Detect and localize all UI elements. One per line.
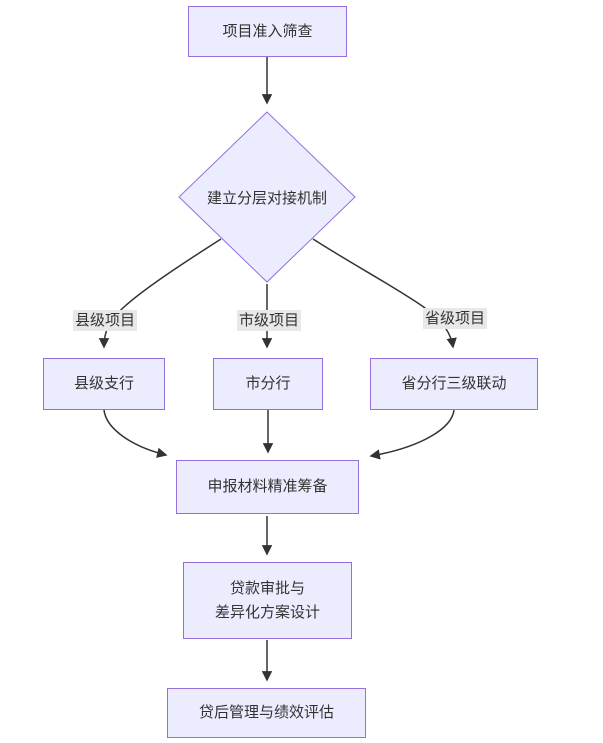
node-post-loan-management: 贷后管理与绩效评估 [167, 688, 366, 738]
node-city-branch: 市分行 [213, 358, 323, 410]
node-project-screening: 项目准入筛查 [188, 6, 347, 57]
node-materials-preparation: 申报材料精准筹备 [176, 460, 359, 514]
edge-province-to-materials [369, 409, 455, 460]
edge-mechanism-to-county [98, 238, 222, 349]
edge-label-province-project: 省级项目 [422, 308, 488, 329]
node-loan-approval: 贷款审批与 差异化方案设计 [183, 562, 352, 639]
edge-label-city-project: 市级项目 [236, 310, 302, 331]
node-county-branch: 县级支行 [43, 358, 165, 410]
edge-label-county-project: 县级项目 [72, 310, 138, 331]
node-province-branch: 省分行三级联动 [370, 358, 538, 410]
edge-mechanism-to-province [312, 238, 457, 349]
decision-diamond-shape [178, 111, 356, 283]
edge-county-to-materials [103, 409, 168, 458]
node-layered-mechanism-label: 建立分层对接机制 [206, 188, 327, 207]
